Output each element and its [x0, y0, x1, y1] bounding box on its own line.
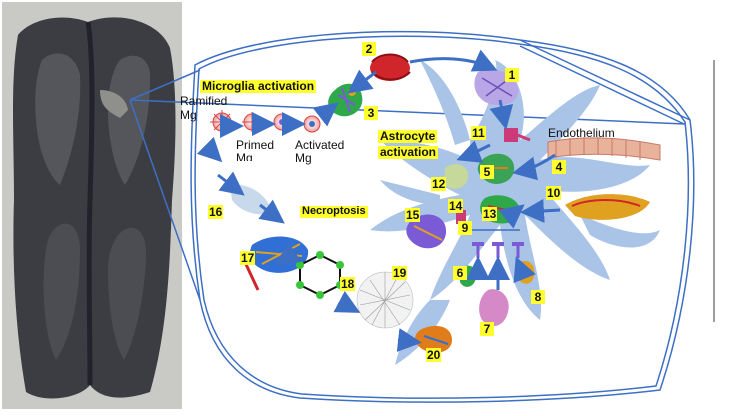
label-11: 11 — [471, 126, 486, 140]
primed-mg-label: Mg — [236, 152, 253, 161]
spinal-cord-section-image — [2, 2, 182, 409]
label-19: 19 — [392, 266, 408, 280]
connector-line-bottom — [129, 99, 201, 301]
astrocyte-activation-title-line2: activation — [378, 145, 439, 159]
activated-mg-label: Mg — [295, 151, 312, 165]
label-17: 17 — [240, 251, 256, 265]
label-3: 3 — [364, 106, 378, 120]
activated-label: Activated — [295, 138, 345, 152]
label-16: 16 — [208, 205, 224, 219]
astrocyte-activation-title-line1: Astrocyte — [378, 129, 438, 143]
endothelium-label: Endothelium — [548, 126, 615, 140]
label-10: 10 — [546, 186, 562, 200]
protein-11 — [504, 128, 531, 142]
label-13: 13 — [482, 207, 498, 221]
label-9: 9 — [458, 221, 472, 235]
endothelium-vessel — [547, 137, 661, 161]
label-5: 5 — [480, 165, 494, 179]
activated-microglia-cell — [303, 115, 321, 133]
label-7: 7 — [480, 322, 494, 336]
microglia-activation-title: Microglia activation — [200, 79, 317, 93]
protein-14 — [456, 210, 466, 224]
label-12: 12 — [431, 177, 447, 191]
flow-arrows — [196, 49, 561, 352]
label-20: 20 — [426, 348, 442, 362]
protein-12 — [444, 164, 469, 189]
label-18: 18 — [340, 277, 356, 291]
label-14: 14 — [448, 199, 464, 213]
label-6: 6 — [453, 266, 467, 280]
ramified-mg-label: Mg — [180, 108, 197, 122]
ramified-label: Ramified — [180, 94, 228, 108]
protein-15 — [406, 214, 447, 249]
label-8: 8 — [531, 290, 545, 304]
label-2: 2 — [362, 42, 376, 56]
connector-line-right — [129, 99, 686, 125]
label-15: 15 — [405, 208, 421, 222]
primed-label: Primed — [236, 138, 275, 152]
protein-network-19 — [356, 271, 414, 329]
connector-line-top — [129, 69, 201, 101]
protein-2 — [370, 53, 411, 81]
protein-20 — [415, 325, 452, 353]
protein-10 — [565, 194, 650, 220]
label-4: 4 — [552, 160, 566, 174]
necroptosis-title: Necroptosis — [300, 205, 368, 218]
label-1: 1 — [505, 68, 519, 82]
